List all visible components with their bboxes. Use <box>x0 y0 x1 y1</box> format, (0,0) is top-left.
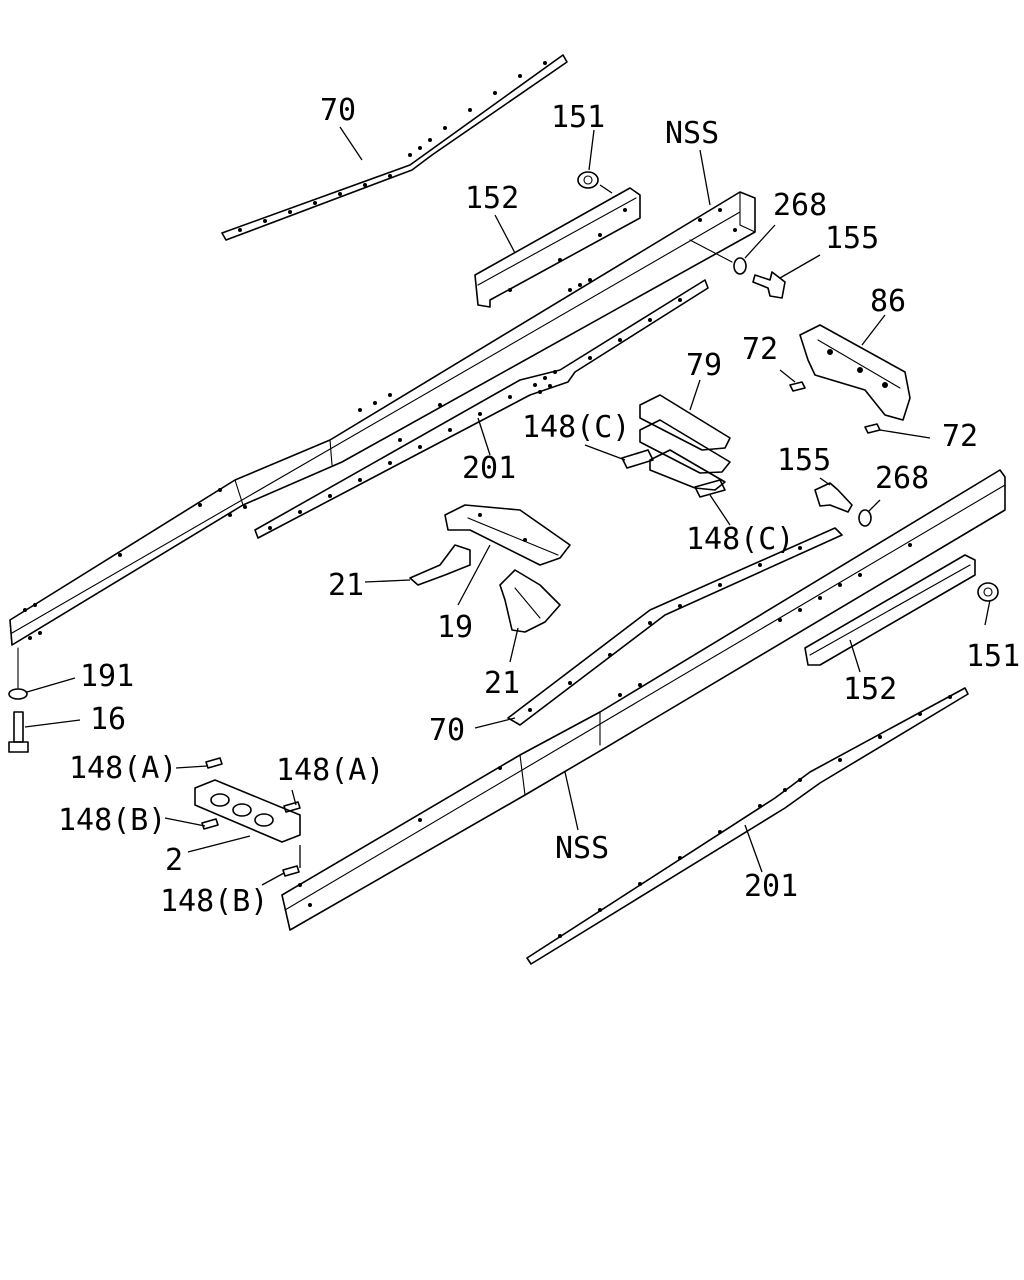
callout-labels: 70 151 NSS 152 268 155 86 72 79 72 148(C… <box>58 93 1020 919</box>
label-151-top: 151 <box>551 100 605 135</box>
label-152-bot: 152 <box>843 672 897 707</box>
part-201-upper-strip <box>254 279 709 539</box>
part-21-bracket-b <box>499 569 561 633</box>
label-148a-left: 148(A) <box>69 751 177 786</box>
label-148c-a: 148(C) <box>522 410 630 445</box>
part-nss-upper-side-rail <box>9 191 756 646</box>
label-21-b: 21 <box>484 666 520 701</box>
part-79-spacer-plates <box>639 394 731 491</box>
label-72-b: 72 <box>942 419 978 454</box>
part-191-washer <box>8 647 28 700</box>
part-268-mid-washer <box>858 509 872 527</box>
part-151-lower-nut <box>977 582 999 602</box>
label-148b-left: 148(B) <box>58 803 166 838</box>
part-nss-lower-side-rail <box>281 469 1006 931</box>
label-148b-bottom: 148(B) <box>160 884 268 919</box>
part-21-bracket-a <box>409 544 471 586</box>
part-268-upper-washer <box>689 239 747 275</box>
label-86: 86 <box>870 284 906 319</box>
label-21-a: 21 <box>328 568 364 603</box>
part-148c-shim-a <box>621 449 654 469</box>
label-155-top: 155 <box>825 221 879 256</box>
part-152-lower-bracket <box>804 554 976 666</box>
part-152-upper-bracket <box>474 187 641 308</box>
part-148a-shim-left <box>205 757 223 769</box>
part-19-crossmember <box>444 504 571 566</box>
part-151-upper-nut <box>577 171 613 194</box>
label-201-bot: 201 <box>744 869 798 904</box>
label-nss-top: NSS <box>665 116 719 151</box>
label-148a-right: 148(A) <box>276 753 384 788</box>
leader-lines <box>24 126 991 886</box>
label-152-top: 152 <box>465 181 519 216</box>
label-2: 2 <box>165 843 183 878</box>
part-86-bracket <box>799 324 911 421</box>
part-148a-shim-right <box>283 801 301 813</box>
label-70-top: 70 <box>320 93 356 128</box>
label-268-top: 268 <box>773 188 827 223</box>
part-70-upper-reinforcement <box>221 54 568 241</box>
part-72-shim-a <box>789 381 806 392</box>
label-148c-b: 148(C) <box>686 522 794 557</box>
label-nss-bot: NSS <box>555 831 609 866</box>
label-151-bot: 151 <box>966 639 1020 674</box>
label-191: 191 <box>80 659 134 694</box>
label-268-mid: 268 <box>875 461 929 496</box>
part-155-mid-bolt <box>814 482 853 513</box>
part-148c-shim-b <box>694 479 726 498</box>
label-72-a: 72 <box>742 332 778 367</box>
label-79: 79 <box>686 348 722 383</box>
part-2-crossmember <box>194 779 301 843</box>
label-16: 16 <box>90 702 126 737</box>
part-72-shim-b <box>864 423 881 434</box>
part-16-bolt <box>8 711 29 753</box>
part-70-lower-reinforcement <box>507 527 843 726</box>
label-19: 19 <box>437 610 473 645</box>
part-201-lower-strip <box>526 687 969 965</box>
label-155-mid: 155 <box>777 443 831 478</box>
label-201-top: 201 <box>462 451 516 486</box>
label-70-bot: 70 <box>429 713 465 748</box>
part-148b-shim-bottom <box>282 865 300 877</box>
part-155-upper-bolt <box>752 271 786 299</box>
part-148b-shim-left <box>201 818 219 830</box>
